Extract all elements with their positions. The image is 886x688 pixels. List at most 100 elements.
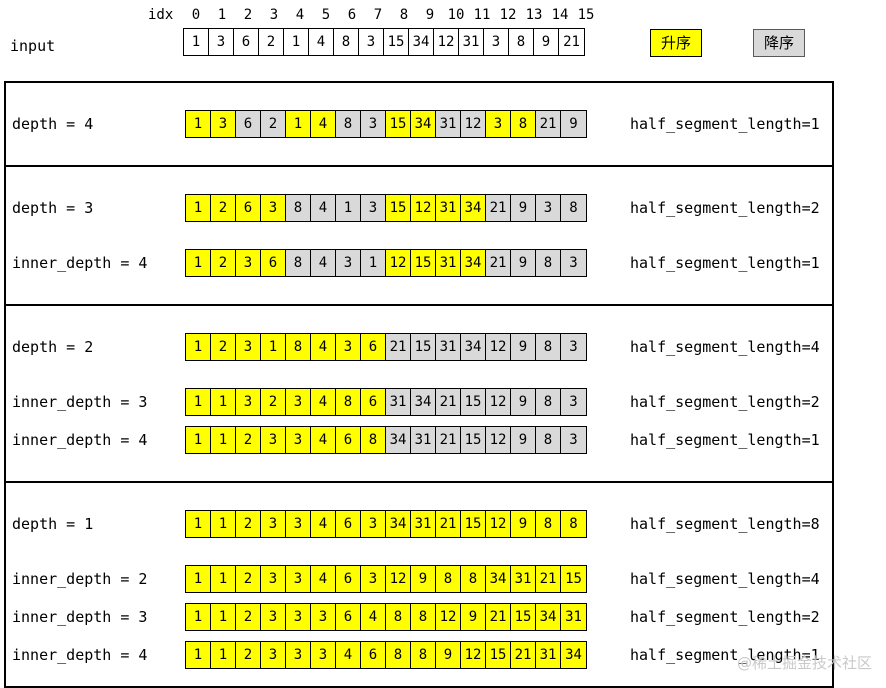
array-cell: 4 xyxy=(361,604,386,630)
row-spacer xyxy=(6,361,832,388)
input-cell: 3 xyxy=(359,29,384,55)
input-cell: 34 xyxy=(409,29,434,55)
array-cell: 1 xyxy=(336,195,361,221)
array-cell: 8 xyxy=(386,642,411,668)
row-spacer xyxy=(6,222,832,249)
array-cell: 9 xyxy=(461,604,486,630)
array-cell: 31 xyxy=(561,604,586,630)
array-cell: 8 xyxy=(561,511,586,537)
array-cell: 21 xyxy=(536,111,561,137)
array-cell: 6 xyxy=(261,250,286,276)
array-cell: 3 xyxy=(261,511,286,537)
depth-row-label: depth = 2 xyxy=(12,338,94,356)
array-cell: 3 xyxy=(561,334,586,360)
input-cell: 15 xyxy=(384,29,409,55)
array-cell: 4 xyxy=(311,111,336,137)
array-cell: 3 xyxy=(486,111,511,137)
array-cell: 8 xyxy=(436,566,461,592)
array-cell: 3 xyxy=(361,195,386,221)
array-cell: 34 xyxy=(411,111,436,137)
ascending-sort-button[interactable]: 升序 xyxy=(650,29,702,57)
array-cell: 2 xyxy=(211,250,236,276)
depth-row-label: inner_depth = 4 xyxy=(12,646,148,664)
array-cell: 1 xyxy=(211,642,236,668)
index-label: 14 xyxy=(551,7,569,23)
array-cell: 1 xyxy=(211,604,236,630)
depth-row-label: inner_depth = 2 xyxy=(12,570,148,588)
depth-row-label: depth = 3 xyxy=(12,199,94,217)
array-cell: 6 xyxy=(336,604,361,630)
array-cell: 31 xyxy=(436,250,461,276)
array-cell: 9 xyxy=(436,642,461,668)
array-cell: 15 xyxy=(461,427,486,453)
array-cell: 2 xyxy=(236,604,261,630)
array-cell: 12 xyxy=(386,566,411,592)
index-label: 3 xyxy=(269,7,279,23)
array-cell: 2 xyxy=(236,566,261,592)
depth-row-label: depth = 4 xyxy=(12,115,94,133)
array-cell: 3 xyxy=(261,427,286,453)
array-cell: 31 xyxy=(436,111,461,137)
array-cell: 8 xyxy=(336,389,361,415)
array-cell: 9 xyxy=(561,111,586,137)
array-cell: 15 xyxy=(411,334,436,360)
array-cell: 1 xyxy=(261,334,286,360)
array-cell: 8 xyxy=(361,427,386,453)
array-cell: 8 xyxy=(286,334,311,360)
array-cell: 3 xyxy=(236,250,261,276)
array-cell: 3 xyxy=(286,642,311,668)
array-cell: 6 xyxy=(361,334,386,360)
array-cell: 8 xyxy=(561,195,586,221)
input-cell: 31 xyxy=(459,29,484,55)
array-cell: 1 xyxy=(186,389,211,415)
array-cell: 34 xyxy=(461,195,486,221)
array-cell: 1 xyxy=(186,604,211,630)
array-cell: 31 xyxy=(436,195,461,221)
array-cell: 4 xyxy=(311,250,336,276)
array-cell: 8 xyxy=(286,195,311,221)
array-cell: 6 xyxy=(361,389,386,415)
half-segment-length-note: half_segment_length=4 xyxy=(630,570,820,588)
array-cell: 4 xyxy=(311,195,336,221)
array-cell: 3 xyxy=(361,111,386,137)
array-cell: 3 xyxy=(286,566,311,592)
array-cell: 31 xyxy=(536,642,561,668)
array-cell: 2 xyxy=(211,334,236,360)
array-cell: 3 xyxy=(361,566,386,592)
array-cell: 21 xyxy=(486,604,511,630)
array-cell: 15 xyxy=(461,389,486,415)
array-cell: 2 xyxy=(236,642,261,668)
section-spacer xyxy=(6,454,832,481)
array-cell: 34 xyxy=(461,334,486,360)
array-cell: 8 xyxy=(536,250,561,276)
descending-sort-button[interactable]: 降序 xyxy=(753,29,805,57)
array-cell: 4 xyxy=(336,642,361,668)
input-cell: 3 xyxy=(484,29,509,55)
array-cell: 21 xyxy=(536,566,561,592)
half-segment-length-note: half_segment_length=1 xyxy=(630,115,820,133)
section-spacer xyxy=(6,306,832,333)
half-segment-length-note: half_segment_length=4 xyxy=(630,338,820,356)
section-spacer xyxy=(6,277,832,304)
array-cell: 3 xyxy=(286,427,311,453)
array-cell: 6 xyxy=(236,111,261,137)
array-cell: 21 xyxy=(436,427,461,453)
array-cell: 1 xyxy=(186,195,211,221)
depth-row-label: inner_depth = 3 xyxy=(12,608,148,626)
array-cell: 9 xyxy=(511,389,536,415)
array-cell: 3 xyxy=(361,511,386,537)
array-cell: 4 xyxy=(311,511,336,537)
half-segment-length-note: half_segment_length=2 xyxy=(630,199,820,217)
array-cell: 2 xyxy=(236,427,261,453)
